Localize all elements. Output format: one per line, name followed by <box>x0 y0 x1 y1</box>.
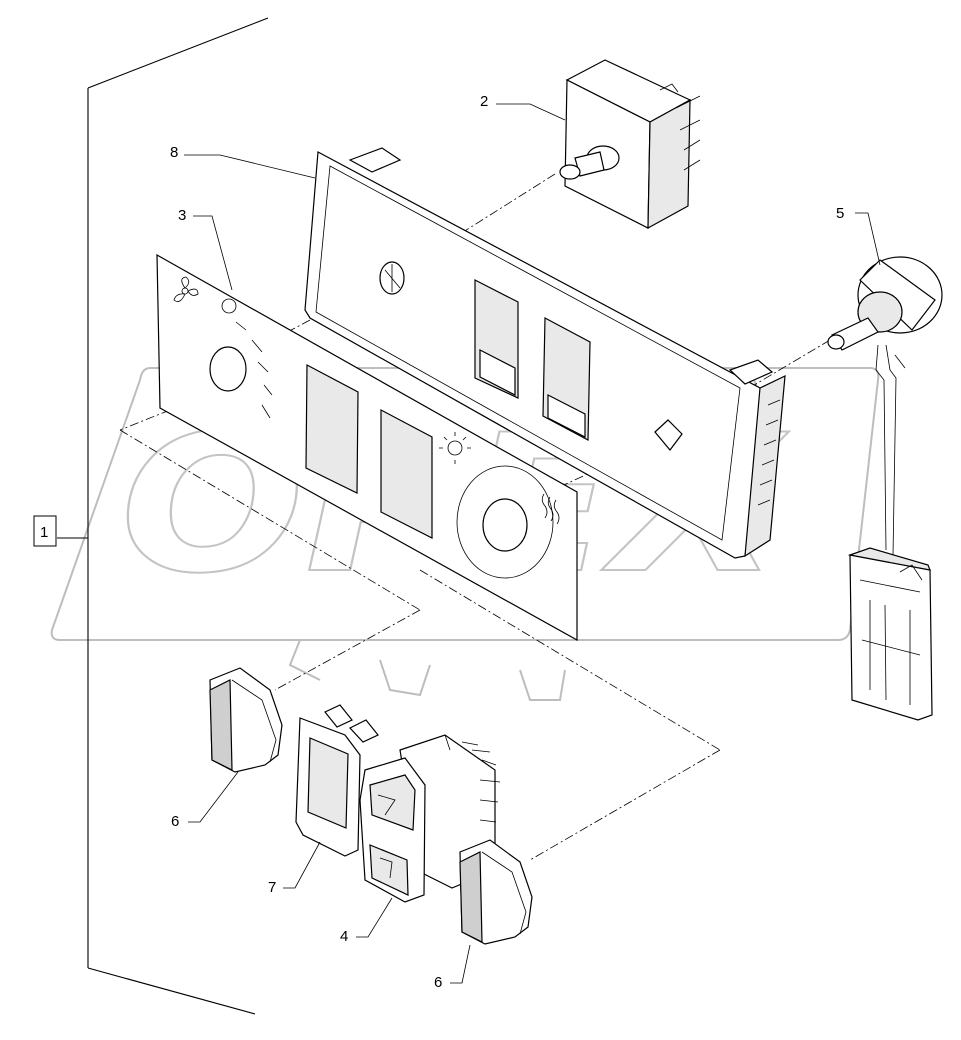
leader-lines <box>184 103 881 984</box>
wire-connector <box>847 547 933 721</box>
fascia-decal-panel <box>156 253 578 642</box>
callout-5: 5 <box>836 205 844 222</box>
callout-6-lower: 6 <box>434 974 442 991</box>
callout-1-box <box>33 515 57 547</box>
assembly-bracket <box>57 17 269 1015</box>
potentiometer <box>827 256 943 556</box>
callout-2: 2 <box>480 93 488 110</box>
callout-labels: 1 2 8 3 5 6 7 4 6 <box>33 93 844 991</box>
housing-frame <box>304 147 786 559</box>
callout-8: 8 <box>170 144 178 161</box>
callout-3: 3 <box>178 207 186 224</box>
rocker-bezel <box>295 704 379 857</box>
callout-7: 7 <box>268 879 276 896</box>
knob-upper <box>209 667 283 773</box>
callout-6-upper: 6 <box>171 813 179 830</box>
rotary-switch-block <box>559 59 701 230</box>
callout-4: 4 <box>340 928 348 945</box>
callout-1: 1 <box>40 524 48 541</box>
knob-lower <box>459 839 533 945</box>
fan-icon <box>173 276 199 302</box>
light-icon <box>439 432 471 464</box>
